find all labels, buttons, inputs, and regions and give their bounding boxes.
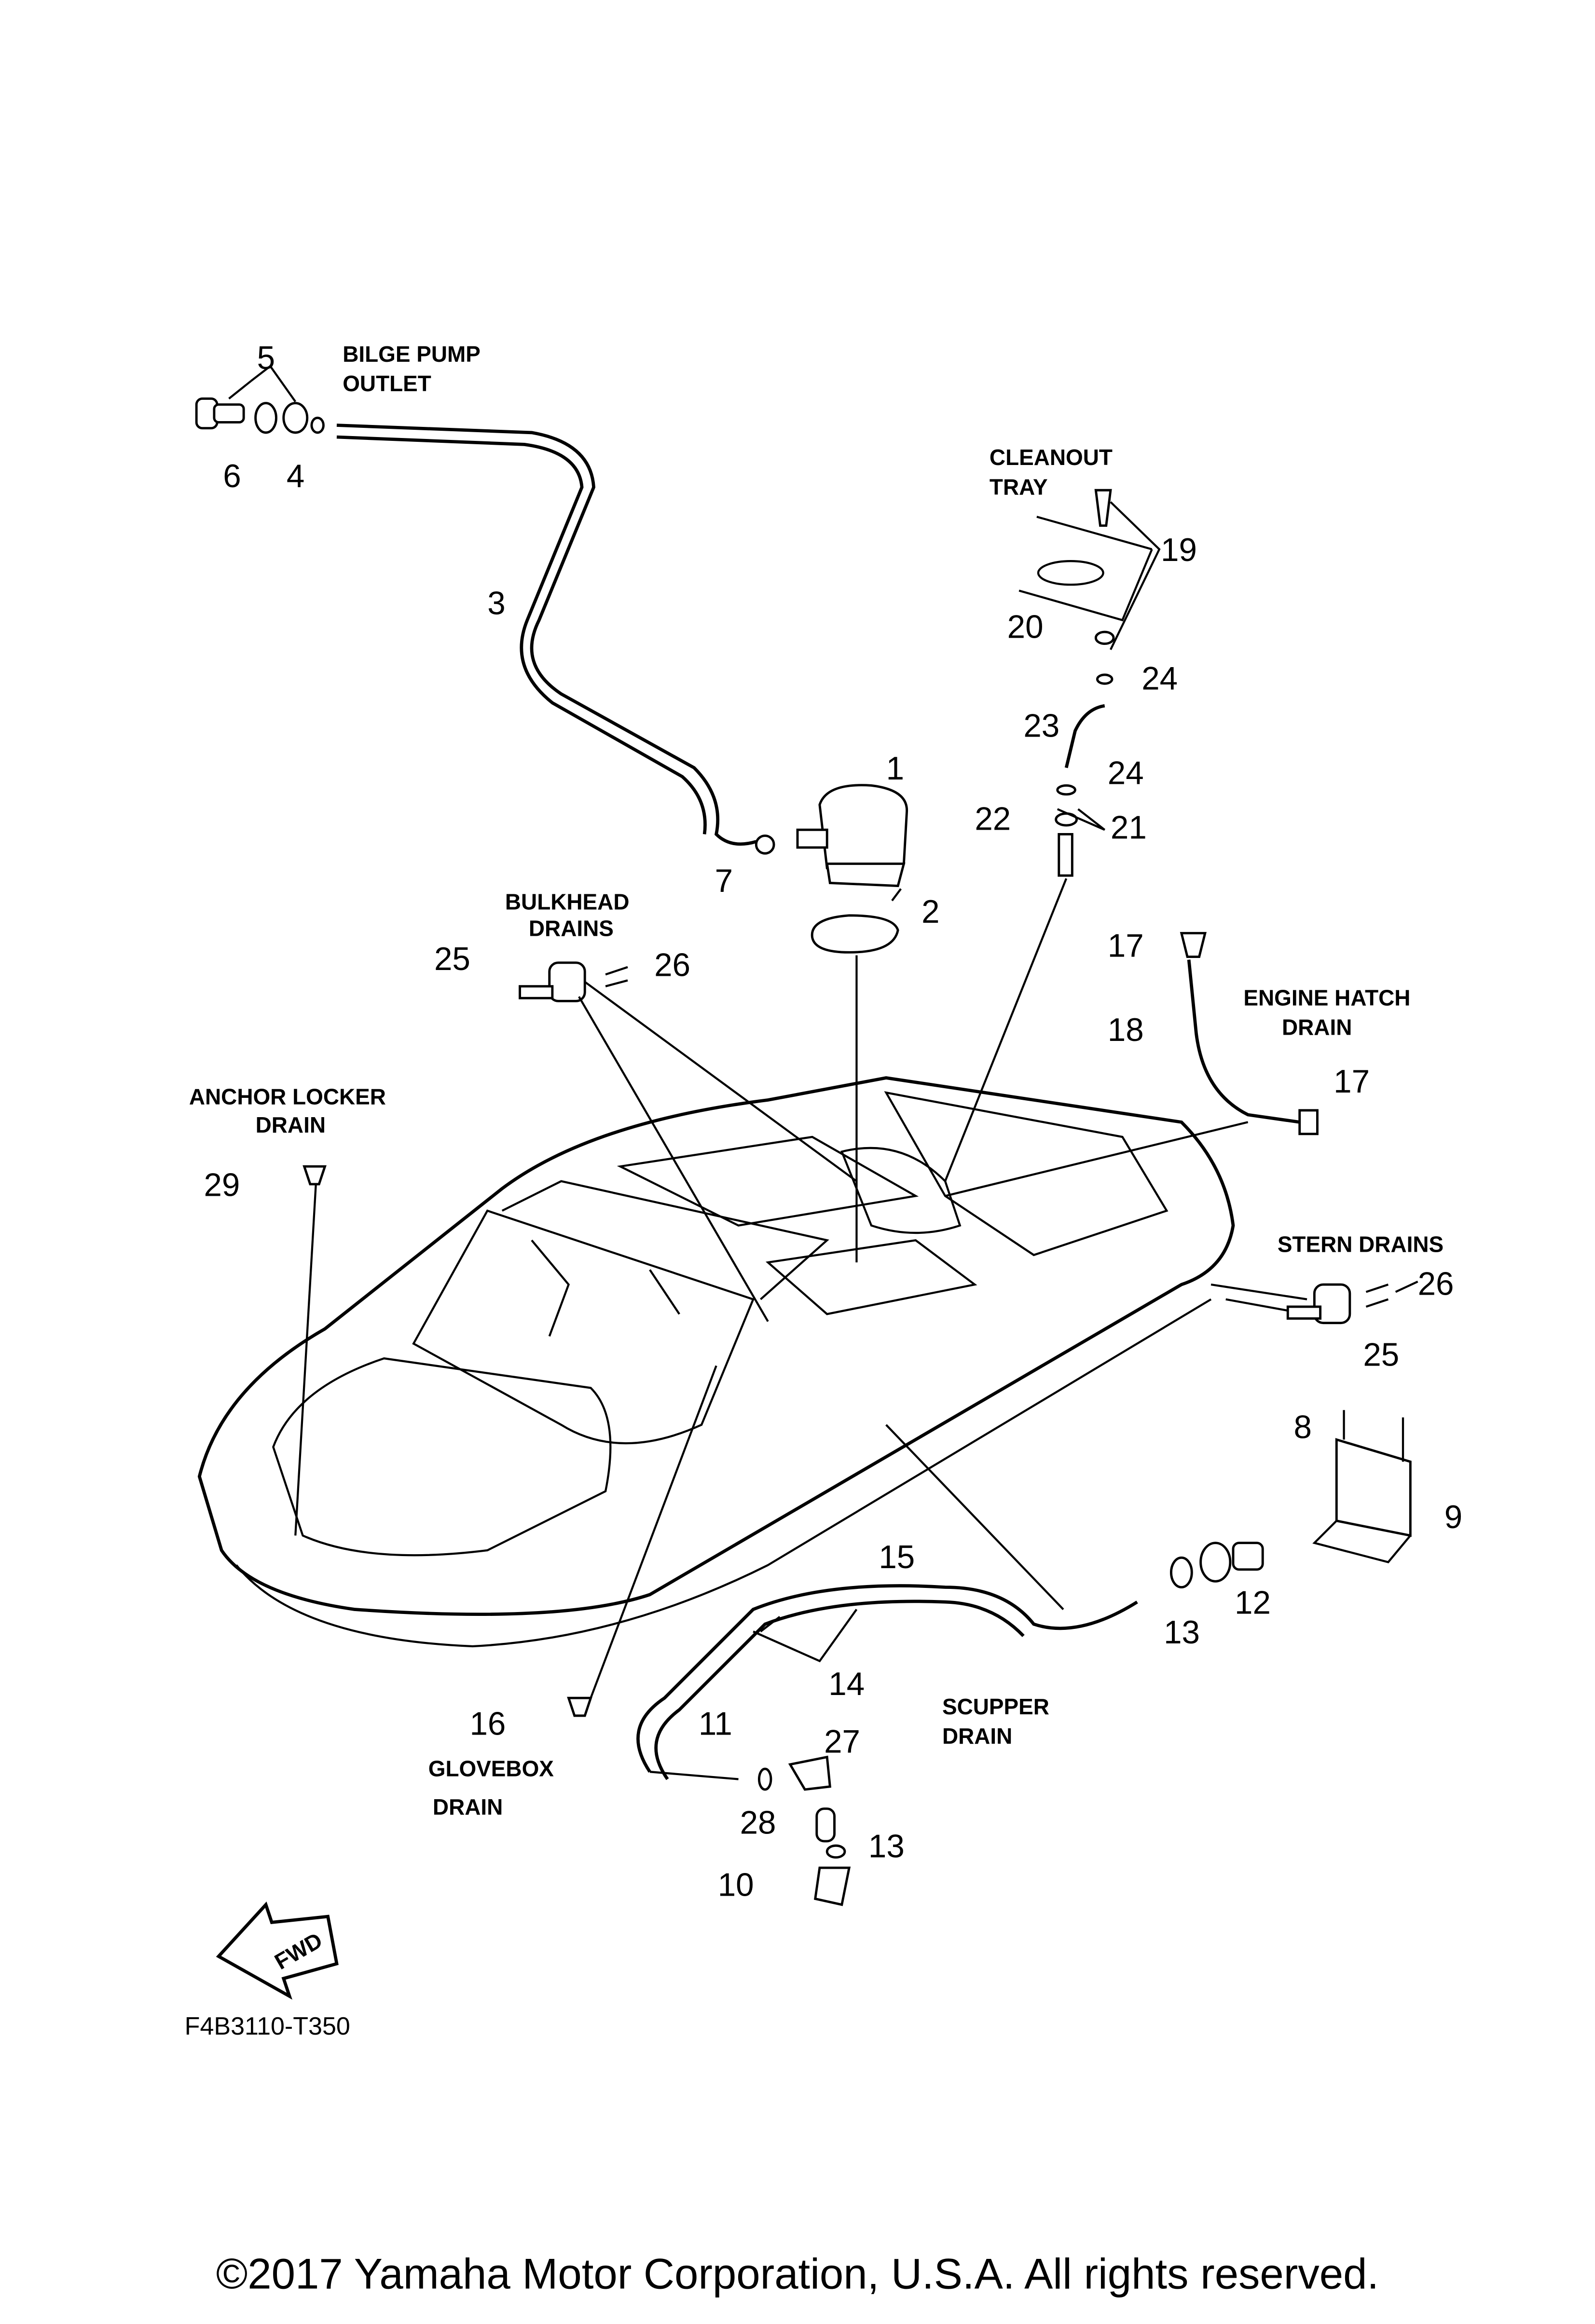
callout: 24 xyxy=(1108,755,1144,791)
label-anchor-locker-2: DRAIN xyxy=(256,1112,326,1137)
bilge-hose xyxy=(336,424,757,846)
callout: 13 xyxy=(1164,1614,1200,1651)
callout: 18 xyxy=(1108,1012,1144,1048)
callout: 11 xyxy=(699,1706,732,1742)
bilge-pump xyxy=(755,784,908,954)
callout: 19 xyxy=(1161,532,1197,568)
label-glovebox-2: DRAIN xyxy=(433,1794,503,1819)
callout: 25 xyxy=(1363,1337,1399,1373)
callout: 23 xyxy=(1023,708,1059,744)
label-stern-drains: STERN DRAINS xyxy=(1278,1232,1444,1257)
callout: 13 xyxy=(868,1829,905,1865)
label-cleanout-tray-2: TRAY xyxy=(990,474,1048,499)
callout: 10 xyxy=(718,1867,754,1903)
callout: 26 xyxy=(654,947,690,983)
callout: 20 xyxy=(1007,609,1044,645)
bracket xyxy=(1312,1410,1412,1563)
label-bulkhead-drains-2: DRAINS xyxy=(529,916,614,941)
cleanout-tray xyxy=(1018,489,1161,877)
callout: 3 xyxy=(487,585,505,621)
boat-hull xyxy=(197,1076,1235,1648)
callout: 5 xyxy=(257,340,275,376)
callout: 25 xyxy=(434,941,470,977)
diagram-code: F4B3110-T350 xyxy=(185,2012,350,2040)
callout: 14 xyxy=(828,1666,865,1702)
copyright-notice: ©2017 Yamaha Motor Corporation, U.S.A. A… xyxy=(216,2250,1379,2298)
label-bulkhead-drains-1: BULKHEAD xyxy=(505,889,630,915)
stern-drain xyxy=(1286,1280,1418,1325)
callout: 4 xyxy=(287,458,304,494)
callout: 6 xyxy=(223,458,241,494)
callout: 21 xyxy=(1111,810,1147,846)
bulkhead-drain xyxy=(519,961,628,1002)
callout: 9 xyxy=(1444,1499,1462,1535)
leader-lines xyxy=(294,878,1307,1698)
label-bilge-pump-outlet-2: OUTLET xyxy=(343,371,431,396)
callout: 24 xyxy=(1141,660,1178,697)
callouts: 5 6 4 3 1 7 2 19 20 24 23 24 22 21 25 26… xyxy=(204,340,1462,1903)
callout: 12 xyxy=(1235,1585,1271,1621)
fwd-arrow: FWD xyxy=(216,1901,339,2000)
callout: 27 xyxy=(824,1723,860,1760)
callout: 16 xyxy=(469,1706,506,1742)
callout: 22 xyxy=(975,801,1011,837)
label-anchor-locker-1: ANCHOR LOCKER xyxy=(189,1084,386,1109)
label-glovebox-1: GLOVEBOX xyxy=(428,1756,554,1781)
label-engine-hatch-2: DRAIN xyxy=(1282,1015,1352,1040)
callout: 8 xyxy=(1293,1409,1311,1445)
label-scupper-drain-1: SCUPPER xyxy=(942,1694,1049,1719)
callout: 15 xyxy=(879,1539,915,1575)
callout: 1 xyxy=(886,751,904,787)
label-scupper-drain-2: DRAIN xyxy=(942,1723,1012,1749)
callout: 28 xyxy=(740,1805,776,1841)
label-engine-hatch-1: ENGINE HATCH xyxy=(1243,985,1410,1011)
outlet-fitting-parts xyxy=(195,365,325,434)
engine-hatch-hose xyxy=(1187,959,1300,1124)
callout: 2 xyxy=(921,894,939,930)
callout: 17 xyxy=(1108,928,1144,964)
label-cleanout-tray-1: CLEANOUT xyxy=(990,445,1113,470)
callout: 29 xyxy=(204,1167,240,1203)
scupper-fittings xyxy=(636,1542,1264,1906)
label-bilge-pump-outlet-1: BILGE PUMP xyxy=(343,342,481,367)
callout: 17 xyxy=(1334,1064,1370,1100)
callout: 26 xyxy=(1418,1266,1454,1302)
callout: 7 xyxy=(715,863,733,899)
